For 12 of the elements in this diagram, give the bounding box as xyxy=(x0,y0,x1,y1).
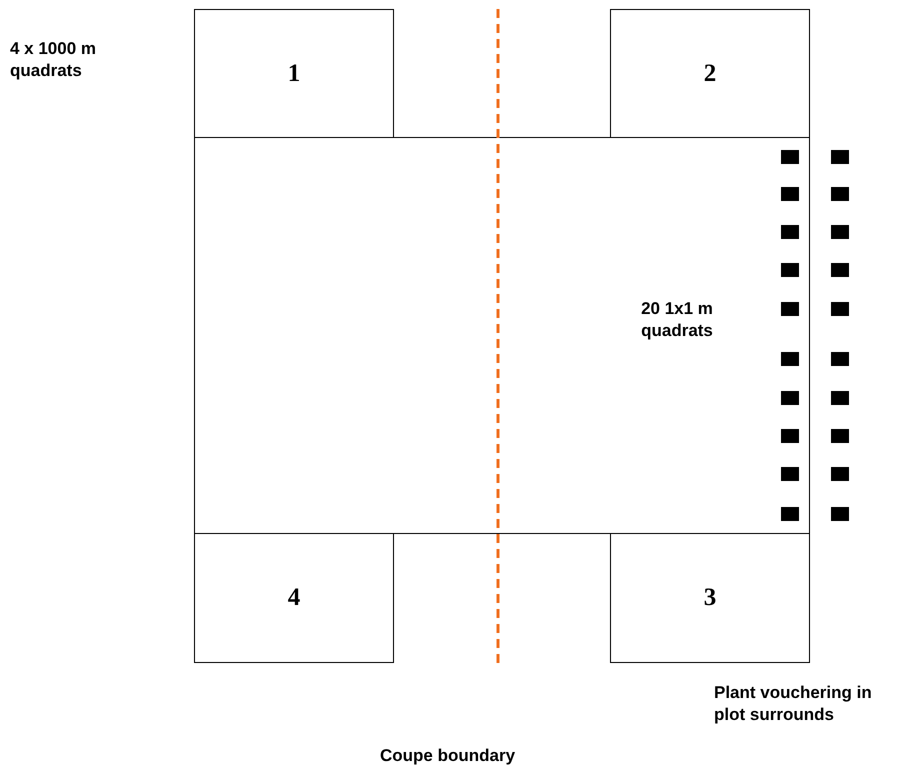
quadrat-number: 1 xyxy=(288,60,300,88)
quadrat-label: 20 1x1 m quadrats xyxy=(640,298,714,342)
quadrat-box xyxy=(194,9,394,138)
boundary-label: Coupe boundary xyxy=(380,745,516,767)
quadrat-number: 4 xyxy=(288,584,300,612)
quadrat-number: 3 xyxy=(704,584,716,612)
note-label: Plant vouchering in plot surrounds xyxy=(714,682,873,726)
quadrat-box xyxy=(610,533,810,663)
quadrat-number: 2 xyxy=(704,60,716,88)
quadrat-label: 4 x 1000 m quadrats xyxy=(10,38,98,82)
quadrat-box xyxy=(610,9,810,138)
quadrat-box xyxy=(194,533,394,663)
